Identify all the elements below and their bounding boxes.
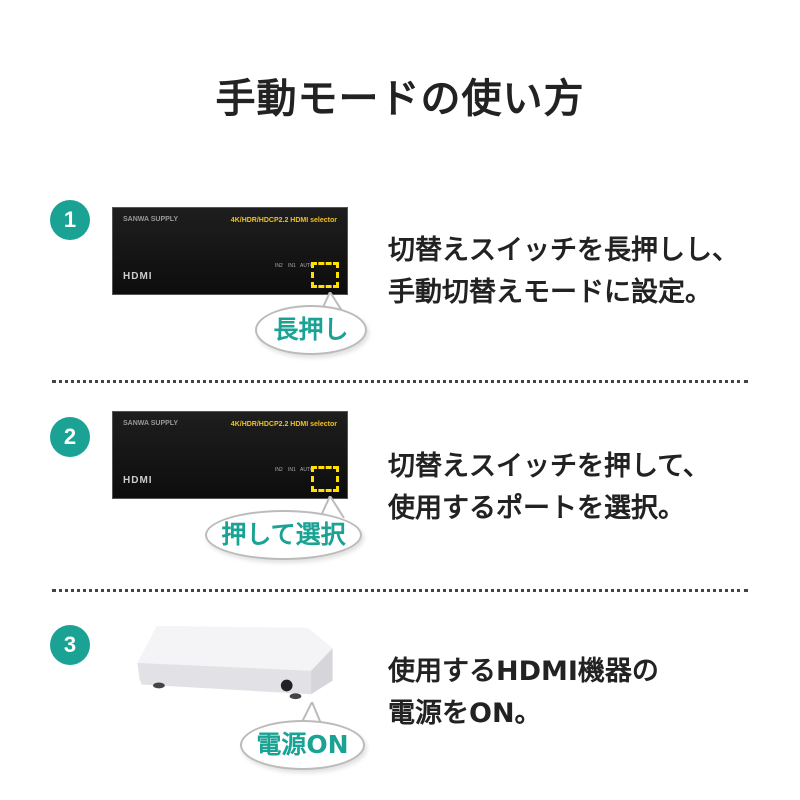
port-label: IN2 (275, 263, 283, 269)
bubble-long-press: 長押し (255, 305, 367, 355)
desc-line: 切替えスイッチを押して、 (388, 451, 710, 482)
hdmi-selector-image: SANWA SUPPLY 4K/HDR/HDCP2.2 HDMI selecto… (112, 411, 348, 499)
desc-line: 使用するHDMI機器の (388, 656, 659, 687)
step-number-3: 3 (50, 625, 90, 665)
divider (52, 380, 748, 383)
switch-highlight (311, 466, 339, 492)
desc-line: 手動切替えモードに設定。 (388, 277, 712, 308)
switch-highlight (311, 262, 339, 288)
model-label: 4K/HDR/HDCP2.2 HDMI selector (230, 217, 337, 224)
brand-logo: SANWA SUPPLY (123, 420, 179, 427)
port-label: AUTO (300, 263, 314, 269)
step-number-2: 2 (50, 417, 90, 457)
bubble-tail (319, 496, 345, 518)
brand-logo: SANWA SUPPLY (123, 216, 179, 223)
hdmi-selector-image: SANWA SUPPLY 4K/HDR/HDCP2.2 HDMI selecto… (112, 207, 348, 295)
port-label: IN1 (288, 263, 296, 269)
page-title: 手動モードの使い方 (215, 76, 585, 122)
step-number-1: 1 (50, 200, 90, 240)
hdmi-logo: HDMI (123, 271, 153, 282)
bubble-power-on: 電源ON (240, 720, 365, 770)
hdmi-device-image (137, 625, 333, 700)
step-1-description: 切替えスイッチを長押しし、 手動切替えモードに設定。 (388, 230, 739, 314)
port-label: IN1 (288, 467, 296, 473)
port-label: IN2 (275, 467, 283, 473)
port-label: AUTO (300, 467, 314, 473)
step-2-description: 切替えスイッチを押して、 使用するポートを選択。 (388, 446, 710, 530)
model-label: 4K/HDR/HDCP2.2 HDMI selector (230, 421, 337, 428)
desc-line: 切替えスイッチを長押しし、 (388, 235, 739, 266)
divider (52, 589, 748, 592)
hdmi-logo: HDMI (123, 475, 153, 486)
bubble-press-select: 押して選択 (205, 510, 362, 560)
desc-line: 使用するポートを選択。 (388, 493, 685, 524)
desc-line: 電源をON。 (388, 698, 542, 729)
step-3-description: 使用するHDMI機器の 電源をON。 (388, 651, 659, 735)
